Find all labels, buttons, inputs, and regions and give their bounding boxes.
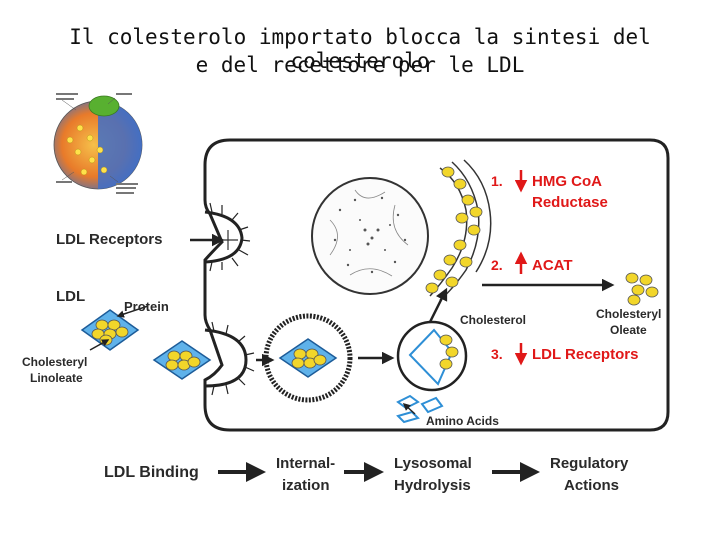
cell-membrane [203,138,670,432]
regulation-1-text-1: HMG CoA [532,173,602,190]
step-regulatory-1: Regulatory [550,455,629,472]
coated-pit-lower [204,321,255,396]
step-internalization-2: ization [282,477,330,494]
step-regulatory-2: Actions [564,477,619,494]
regulation-3-number: 3. [491,346,503,362]
coated-pit-upper [204,202,251,272]
endosome [263,313,353,403]
regulation-2-text-1: ACAT [532,257,573,274]
label-cholesteryl-linoleate-1: Cholesteryl [22,355,87,369]
label-ldl-receptors: LDL Receptors [56,231,162,248]
nucleus [311,177,429,295]
step-hydrolysis-1: Lysosomal [394,455,472,472]
pathway-arrows [89,233,615,415]
regulation-3-text-1: LDL Receptors [532,346,638,363]
ldl-particle-1 [80,309,140,351]
step-hydrolysis-2: Hydrolysis [394,477,471,494]
label-amino-acids: Amino Acids [426,414,499,428]
label-cholesteryl-oleate-2: Oleate [610,323,647,337]
step-ldl-binding: LDL Binding [104,464,199,481]
label-protein: Protein [124,299,169,314]
ldl-particle-illustration [53,93,143,194]
ldl-particle-2 [152,340,212,380]
lysosome [396,320,468,392]
label-cholesteryl-oleate-1: Cholesteryl [596,307,661,321]
step-internalization-1: Internal- [276,455,335,472]
label-cholesteryl-linoleate-2: Linoleate [30,371,83,385]
endoplasmic-reticulum [425,159,492,301]
cholesteryl-oleate-droplets [625,272,659,306]
label-ldl: LDL [56,288,85,305]
regulation-1-text-2: Reductase [532,194,608,211]
regulation-1-number: 1. [491,173,503,189]
regulation-2-number: 2. [491,257,503,273]
title-line-1: Il colesterolo importato blocca la sinte… [69,25,651,73]
label-cholesterol: Cholesterol [460,313,526,327]
title-line-2: e del recettore per le LDL [195,53,525,77]
